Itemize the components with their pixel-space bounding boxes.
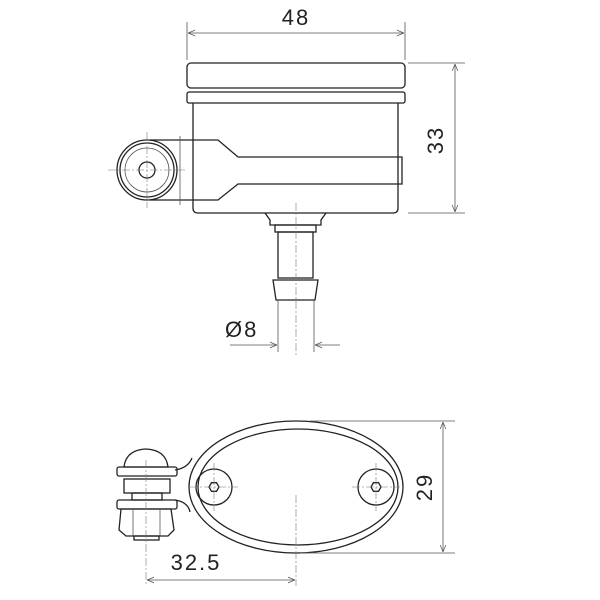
dimension-48: 48 — [186, 5, 406, 60]
cap-top-band — [186, 62, 406, 89]
dimension-label: 29 — [412, 473, 437, 501]
dimension-diameter-8: Ø8 — [225, 300, 340, 352]
top-view — [116, 420, 404, 586]
dimension-29: 29 — [300, 420, 455, 554]
dimension-32-5: 32.5 — [147, 550, 295, 580]
mount-bolt-end — [108, 132, 185, 208]
clamp-band — [150, 139, 403, 201]
outlet-nozzle — [264, 203, 327, 355]
side-view — [108, 62, 406, 355]
dimension-33: 33 — [408, 62, 465, 214]
dimension-label: 32.5 — [171, 550, 222, 575]
reservoir-body — [192, 103, 399, 214]
screw-right — [352, 463, 400, 511]
dimension-label: 33 — [423, 126, 448, 154]
screw-left — [190, 463, 238, 511]
dimension-label: 48 — [282, 5, 310, 30]
dimension-label: Ø8 — [225, 317, 258, 342]
mount-bolt-stack — [116, 448, 178, 586]
cap-lower-band — [186, 91, 406, 104]
